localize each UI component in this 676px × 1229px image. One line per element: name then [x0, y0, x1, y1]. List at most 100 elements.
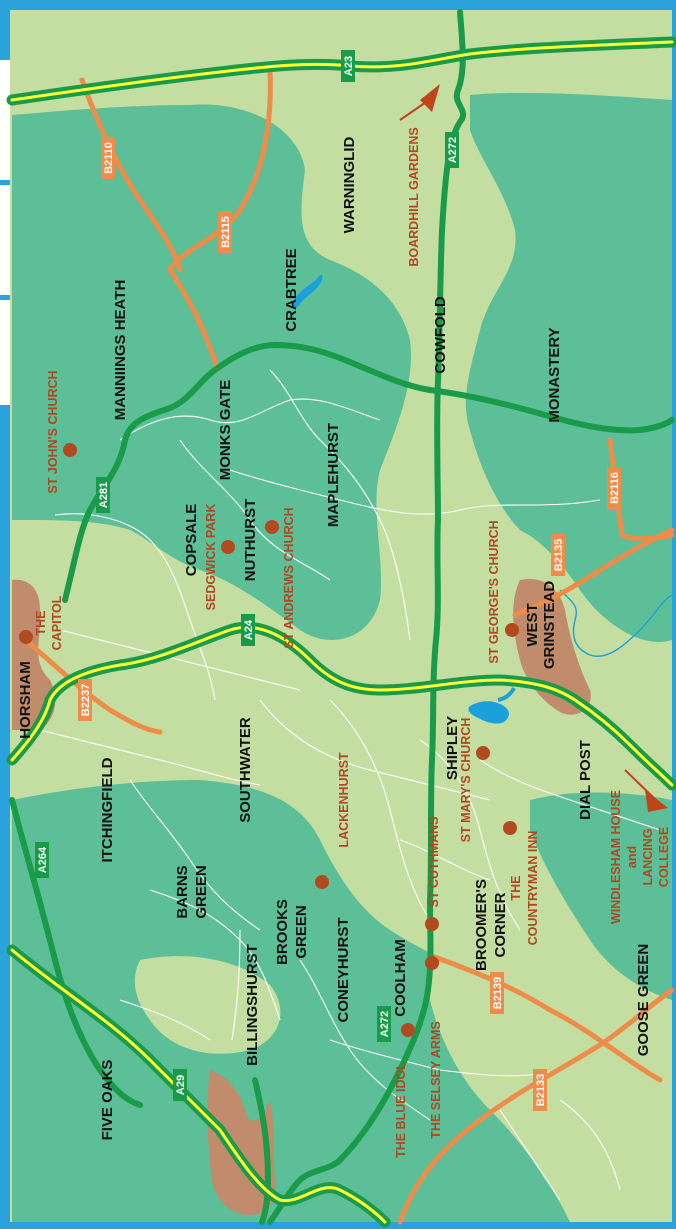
poi-capitol[interactable]: CAPITOL — [50, 595, 64, 650]
shield-b2139: B2139 — [490, 972, 504, 1014]
woodland-southeast — [530, 792, 672, 1000]
lake-shipley-inlet — [497, 687, 516, 702]
place-grinstead: GRINSTEAD — [541, 581, 558, 670]
shield-b2133-label: B2133 — [535, 1074, 547, 1106]
poi-the[interactable]: THE — [34, 611, 48, 636]
road-shields: A23 A272 A281 A24 A264 A272 A29 B2110 — [35, 50, 621, 1111]
place-brooks: BROOKS — [274, 899, 291, 965]
place-monastery: MONASTERY — [546, 327, 563, 422]
poi-college[interactable]: COLLEGE — [657, 827, 671, 887]
place-nuthurst: NUTHURST — [242, 499, 259, 582]
road-b2139 — [429, 953, 663, 1083]
place-southwater: SOUTHWATER — [237, 717, 254, 823]
poi-dot-capitol[interactable] — [19, 630, 33, 644]
town-horsham — [12, 579, 56, 730]
shield-a272-east: A272 — [445, 132, 459, 168]
poi-dot-st-georges[interactable] — [505, 623, 519, 637]
shield-b2133: B2133 — [533, 1069, 547, 1111]
shield-a23: A23 — [341, 50, 355, 82]
poi-st-cuthmans[interactable]: ST CUTHMANS — [427, 817, 441, 908]
shield-a264-label: A264 — [37, 846, 49, 873]
poi-lancing[interactable]: LANCING — [641, 829, 655, 886]
poi-st-andrews[interactable]: ST ANDREWS CHURCH — [282, 507, 296, 648]
road-b2133 — [397, 987, 675, 1225]
shield-b2110-label: B2110 — [103, 142, 115, 174]
poi-st-johns[interactable]: ST JOHN'S CHURCH — [46, 370, 60, 493]
poi-dot-st-cuthmans[interactable] — [425, 917, 439, 931]
poi-dot-st-marys[interactable] — [476, 746, 490, 760]
place-crabtree: CRABTREE — [283, 248, 300, 331]
lake-shipley — [468, 701, 509, 724]
frame-bottom — [0, 1222, 676, 1229]
frame-notch-1 — [0, 60, 10, 180]
place-dial-post: DIAL POST — [577, 740, 594, 820]
poi-dot-st-andrews[interactable] — [265, 520, 279, 534]
road-b2237 — [22, 637, 163, 735]
shield-b2237: B2237 — [78, 679, 92, 721]
place-itchingfield: ITCHINGFIELD — [99, 757, 116, 862]
arrow-boardhill — [420, 84, 440, 112]
place-five-oaks: FIVE OAKS — [99, 1060, 116, 1141]
frame-top — [0, 0, 676, 10]
poi-countryman-inn[interactable]: COUNTRYMAN INN — [526, 831, 540, 946]
poi-blue-idol[interactable]: THE BLUE IDOL — [394, 1062, 408, 1158]
place-barns: BARNS — [174, 865, 191, 918]
poi-the-2[interactable]: THE — [509, 876, 523, 901]
place-barns-green: GREEN — [193, 865, 210, 918]
shield-b2237-label: B2237 — [80, 684, 92, 716]
place-shipley: SHIPLEY — [444, 716, 461, 780]
shield-a281: A281 — [96, 477, 110, 513]
place-coneyhurst: CONEYHURST — [335, 917, 352, 1022]
poi-lackenhurst[interactable]: LACKENHURST — [337, 752, 351, 848]
place-maplehurst: MAPLEHURST — [325, 423, 342, 527]
water-features — [291, 274, 673, 724]
poi-dot-selsey-arms[interactable] — [425, 956, 439, 970]
shield-b2135-label: B2135 — [553, 539, 565, 571]
place-billingshurst: BILLINGSHURST — [244, 944, 261, 1066]
poi-dot-lackenhurst[interactable] — [315, 875, 329, 889]
place-labels: HORSHAM MANNIINGS HEATH CRABTREE WARNING… — [17, 137, 652, 1141]
place-warninglid: WARNINGLID — [341, 137, 358, 234]
road-b2115-a — [167, 67, 273, 273]
poi-sedgwick-park[interactable]: SEDGWICK PARK — [204, 504, 218, 611]
place-coolham: COOLHAM — [392, 939, 409, 1017]
poi-st-georges[interactable]: ST GEORGE'S CHURCH — [487, 520, 501, 663]
poi-boardhill-gardens[interactable]: BOARDHILL GARDENS — [407, 127, 421, 266]
shield-a272-west: A272 — [377, 1006, 391, 1042]
place-manniings-heath: MANNIINGS HEATH — [112, 280, 129, 421]
road-b2135 — [512, 527, 675, 618]
shield-a272-west-label: A272 — [379, 1011, 391, 1037]
shield-b2115-label: B2115 — [220, 216, 232, 248]
road-b2115-b — [167, 267, 221, 373]
poi-and[interactable]: and — [625, 846, 639, 868]
place-copsale: COPSALE — [183, 504, 200, 577]
shield-b2110: B2110 — [101, 137, 115, 179]
shield-b2135: B2135 — [551, 534, 565, 576]
place-goose-green: GOOSE GREEN — [635, 944, 652, 1057]
poi-selsey-arms[interactable]: THE SELSEY ARMS — [429, 1021, 443, 1138]
shield-a264: A264 — [35, 842, 49, 878]
frame-left — [0, 0, 10, 1229]
poi-windlesham[interactable]: WINDLESHAM HOUSE — [609, 790, 623, 924]
poi-markers — [19, 443, 519, 1037]
poi-dot-st-johns[interactable] — [63, 443, 77, 457]
road-a29-line — [10, 948, 387, 1224]
direction-arrows — [399, 84, 668, 812]
poi-dot-blue-idol[interactable] — [401, 1023, 415, 1037]
road-a281 — [62, 342, 675, 603]
place-horsham: HORSHAM — [17, 661, 34, 739]
poi-dot-countryman[interactable] — [503, 821, 517, 835]
place-brooks-green: GREEN — [293, 905, 310, 958]
poi-st-marys[interactable]: ST MARY'S CHURCH — [459, 718, 473, 843]
clearing-billingshurst — [134, 956, 281, 1054]
b-roads — [22, 67, 675, 1225]
poi-dot-sedgwick[interactable] — [221, 540, 235, 554]
shield-a23-label: A23 — [343, 56, 355, 76]
shield-a281-label: A281 — [98, 482, 110, 508]
place-monks-gate: MONKS GATE — [217, 380, 234, 481]
shield-a29-label: A29 — [175, 1075, 187, 1095]
poi-labels: ST JOHN'S CHURCH SEDGWICK PARK ST ANDREW… — [34, 127, 671, 1158]
road-b2110 — [79, 77, 183, 273]
shield-a29: A29 — [173, 1069, 187, 1101]
